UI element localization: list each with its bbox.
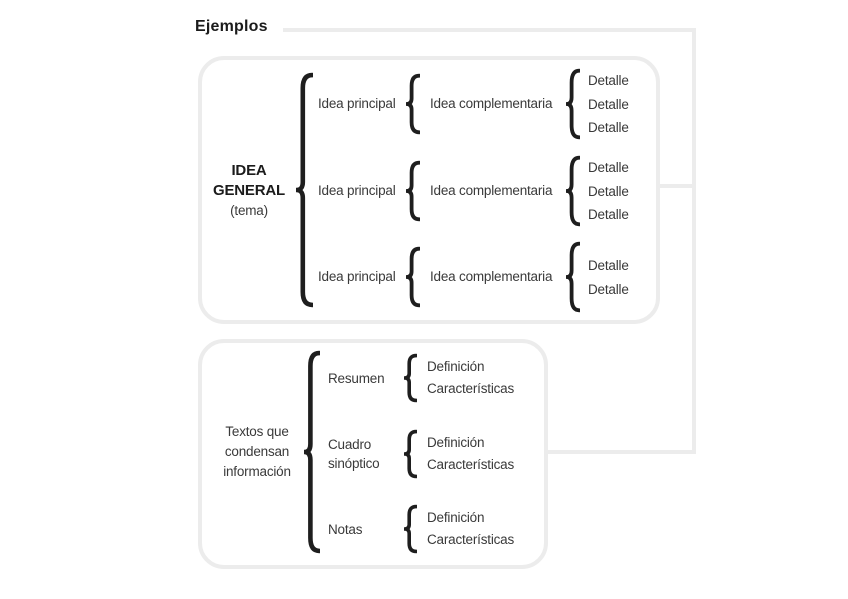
detail-item: Detalle — [588, 183, 629, 199]
main-idea-label: Idea principal — [318, 96, 396, 111]
detail-item: Detalle — [588, 207, 629, 222]
page-title: Ejemplos — [195, 18, 268, 35]
main-idea-label: Idea principal — [318, 269, 396, 284]
detail-item: Detalle — [588, 258, 629, 273]
textos-panel — [198, 339, 548, 569]
detail-item: Detalle — [588, 73, 629, 88]
main-idea-label: Idea principal — [318, 183, 396, 198]
idea-general-panel — [198, 56, 660, 324]
attribute-item: Definición — [427, 510, 485, 525]
attribute-item: Características — [427, 532, 515, 547]
idea-general-subtitle: (tema) — [230, 203, 268, 218]
details-list: Detalle Detalle Detalle — [588, 156, 629, 227]
textos-root-label: Textos que condensan información — [223, 424, 291, 479]
detail-item: Detalle — [588, 160, 629, 175]
detail-item: Detalle — [588, 120, 629, 135]
attributes-list: Definición Características — [427, 432, 514, 476]
connector-top-line — [283, 28, 696, 32]
attributes-list: Definición Características — [427, 507, 514, 551]
attributes-list: Definición Características — [427, 356, 514, 400]
text-type-label: Cuadro sinóptico — [328, 437, 380, 471]
connector-right-line — [692, 28, 696, 454]
attribute-item: Características — [427, 381, 515, 396]
details-list: Detalle Detalle Detalle — [588, 69, 629, 140]
idea-general-root-label: IDEA GENERAL (tema) — [201, 161, 297, 220]
idea-general-heading: IDEA GENERAL — [213, 162, 285, 199]
text-type-label: Notas — [328, 521, 363, 537]
connector-branch-box1 — [657, 184, 692, 188]
detail-item: Detalle — [588, 281, 629, 297]
text-type-label: Resumen — [328, 370, 385, 386]
attribute-item: Características — [427, 457, 515, 472]
complementary-idea-label: Idea complementaria — [430, 183, 553, 198]
details-list: Detalle Detalle — [588, 254, 629, 301]
detail-item: Detalle — [588, 96, 629, 112]
complementary-idea-label: Idea complementaria — [430, 96, 553, 111]
complementary-idea-label: Idea complementaria — [430, 269, 553, 284]
attribute-item: Definición — [427, 359, 485, 374]
connector-branch-box2 — [546, 450, 692, 454]
attribute-item: Definición — [427, 435, 485, 450]
